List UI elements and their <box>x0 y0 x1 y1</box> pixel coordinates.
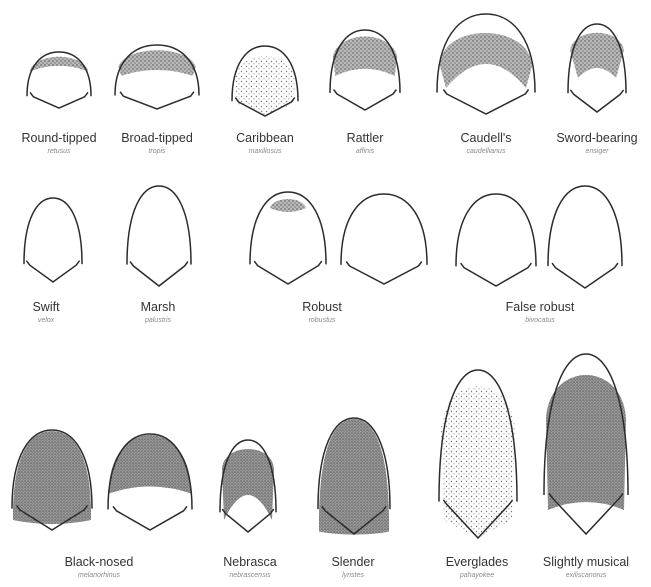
head-caribbean-shading <box>235 57 296 116</box>
common-name: Marsh <box>83 300 233 315</box>
head-caribbean <box>232 46 298 116</box>
head-false-robust-a-outline <box>456 194 536 266</box>
head-nebrasca-mandibles <box>223 510 274 532</box>
common-name: False robust <box>465 300 615 315</box>
head-slender-shading <box>319 419 389 535</box>
head-false-robust-a <box>456 194 536 286</box>
head-nebrasca-shading <box>222 449 274 520</box>
head-black-nosed-b <box>108 434 192 530</box>
head-sword-bearing-mandibles <box>571 90 623 112</box>
common-name: Sword-bearing <box>522 131 651 146</box>
head-caudells-mandibles <box>444 90 528 114</box>
common-name: Slightly musical <box>511 555 651 570</box>
head-robust-b-outline <box>341 194 427 264</box>
head-slightly-musical-shading <box>546 375 626 510</box>
head-slender <box>318 418 390 535</box>
head-false-robust-a-mandibles <box>461 264 531 286</box>
latin-name: ensiger <box>522 147 651 156</box>
latin-name: robustus <box>247 316 397 325</box>
head-caudells <box>437 14 535 114</box>
latin-name: melanorhinus <box>24 571 174 580</box>
head-swift-outline <box>24 198 82 264</box>
head-black-nosed-a <box>12 430 92 530</box>
head-black-nosed-a-shading <box>13 431 91 524</box>
head-marsh <box>127 186 191 286</box>
latin-name: bivocatus <box>465 316 615 325</box>
common-name: Robust <box>247 300 397 315</box>
head-rattler <box>330 30 400 110</box>
head-robust-a-mandibles <box>255 262 322 284</box>
head-black-nosed-b-mandibles <box>113 507 186 530</box>
head-round-tipped-shading <box>30 57 89 71</box>
head-robust-a-shading <box>270 199 306 212</box>
head-false-robust-b <box>548 186 622 288</box>
head-caudells-shading <box>440 33 532 88</box>
head-marsh-outline <box>127 186 191 264</box>
head-everglades-shading <box>441 387 515 539</box>
head-black-nosed-b-shading <box>109 435 191 494</box>
head-marsh-mandibles <box>130 262 187 286</box>
head-false-robust-b-outline <box>548 186 622 266</box>
head-swift-mandibles <box>27 261 79 282</box>
head-rattler-mandibles <box>334 90 396 110</box>
head-round-tipped-mandibles <box>30 93 87 108</box>
head-nebrasca <box>220 440 276 532</box>
head-everglades <box>439 370 517 538</box>
common-name: Black-nosed <box>24 555 174 570</box>
head-swift <box>24 198 82 282</box>
latin-name: exiliscanorus <box>511 571 651 580</box>
head-robust-b <box>341 194 427 284</box>
head-robust-a <box>250 192 326 284</box>
head-slightly-musical <box>544 354 628 534</box>
head-round-tipped <box>27 52 91 108</box>
head-robust-b-mandibles <box>347 262 422 284</box>
latin-name: palustris <box>83 316 233 325</box>
head-sword-bearing-shading <box>570 33 624 78</box>
head-false-robust-b-mandibles <box>552 264 617 288</box>
head-broad-tipped <box>115 45 199 109</box>
head-broad-tipped-mandibles <box>120 92 193 109</box>
head-sword-bearing <box>568 24 626 112</box>
